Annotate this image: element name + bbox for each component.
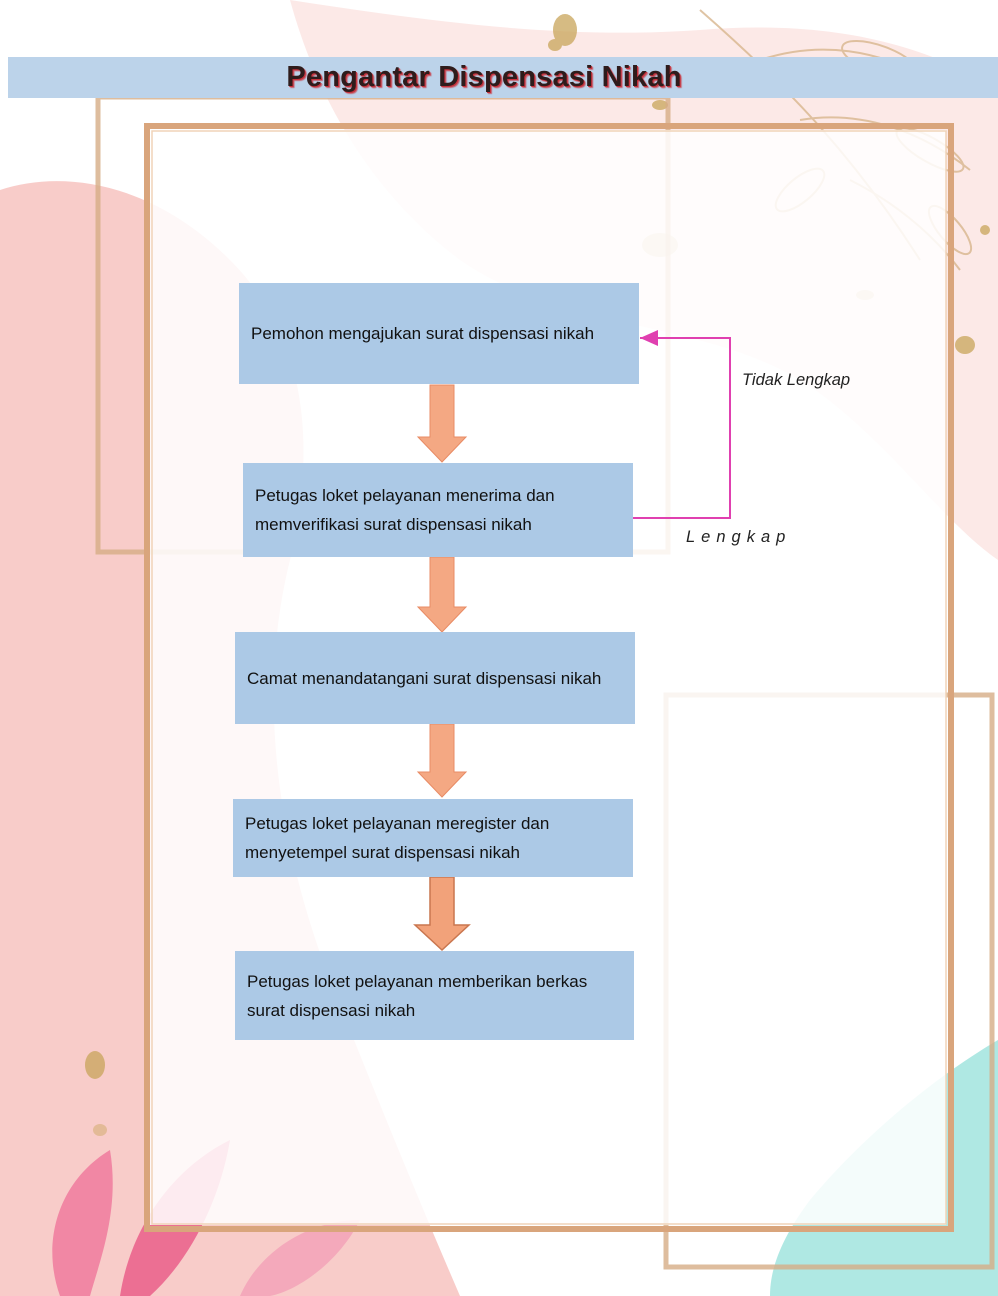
step-text: Petugas loket pelayanan meregister dan m…: [245, 814, 550, 862]
leaf-shape: [240, 1220, 360, 1296]
down-arrow-3: [416, 723, 468, 798]
down-arrow-1: [416, 384, 468, 463]
step-box-register: Petugas loket pelayanan meregister dan m…: [233, 799, 633, 877]
down-arrow-4: [413, 876, 471, 952]
step-text: Pemohon mengajukan surat dispensasi nika…: [251, 324, 595, 343]
complete-label: Lengkap: [686, 528, 792, 546]
step-box-verify: Petugas loket pelayanan menerima dan mem…: [243, 463, 633, 557]
main-frame-inner-line: [151, 130, 947, 1225]
incomplete-label: Tidak Lengkap: [742, 371, 851, 389]
step-box-sign: Camat menandatangani surat dispensasi ni…: [235, 632, 635, 724]
feedback-loop-line: [632, 330, 731, 519]
leaf-shape: [52, 1150, 113, 1296]
step-box-submit: Pemohon mengajukan surat dispensasi nika…: [239, 283, 639, 384]
step-text: Camat menandatangani surat dispensasi ni…: [247, 668, 602, 688]
page-title: Pengantar Dispensasi Nikah: [286, 61, 682, 93]
main-frame: [144, 123, 954, 1232]
step-box-deliver: Petugas loket pelayanan memberikan berka…: [235, 951, 634, 1040]
title-bar: Pengantar Dispensasi Nikah: [8, 57, 998, 98]
step-text: Petugas loket pelayanan menerima dan mem…: [255, 486, 555, 534]
step-text: Petugas loket pelayanan memberikan berka…: [247, 971, 588, 1020]
down-arrow-2: [416, 556, 468, 633]
